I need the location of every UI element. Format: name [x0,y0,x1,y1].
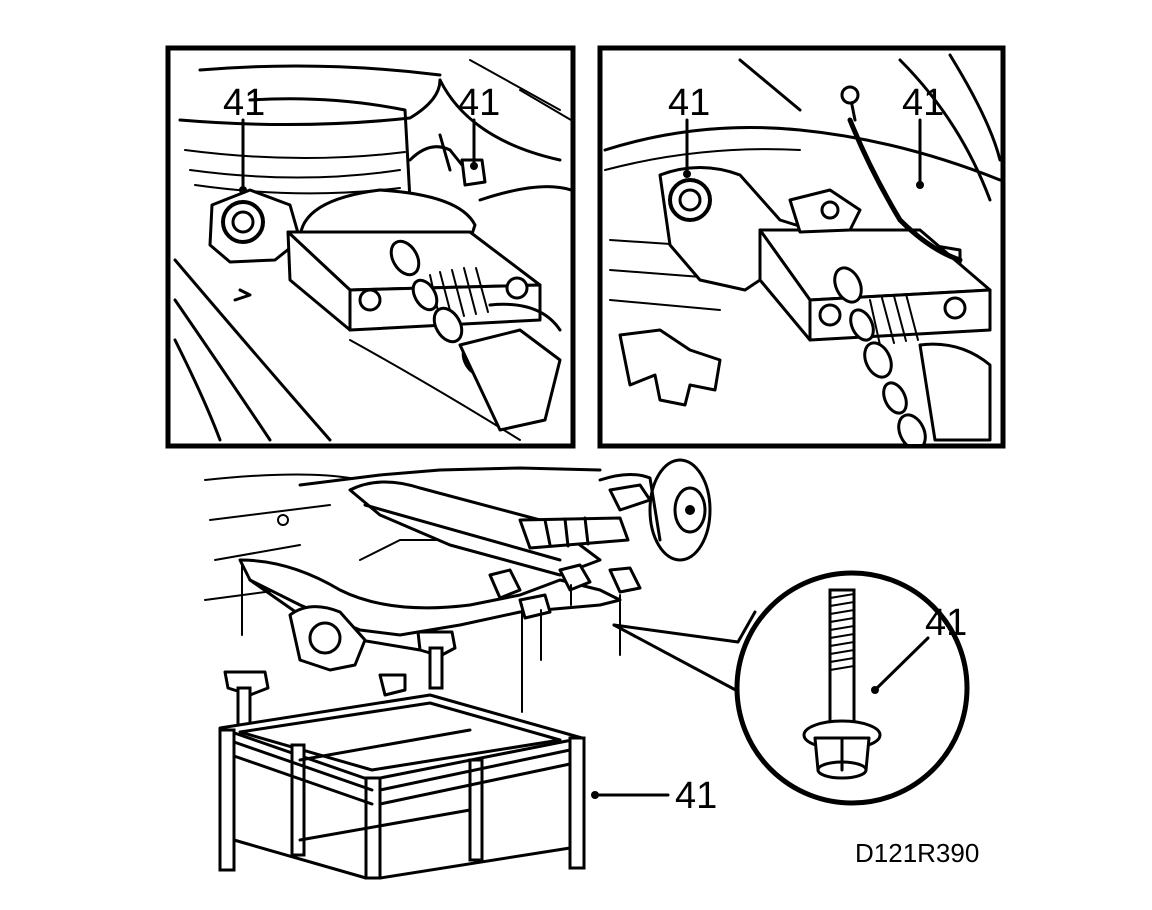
callout-stand: 41 [675,775,717,817]
callout-left-a: 41 [223,82,265,124]
reference-code: D121R390 [855,838,979,868]
callout-bolt: 41 [925,602,967,644]
stand-callout: 41 [591,775,717,817]
main-view-subframe [204,458,712,880]
callout-right-a: 41 [668,82,710,124]
detail-panel-left: 41 41 [165,45,576,449]
detail-panel-right: 41 41 [597,45,1006,449]
callout-right-b: 41 [902,82,944,124]
subframe-stand [218,693,586,880]
bolt-detail: 41 [612,570,970,806]
callout-left-b: 41 [458,82,500,124]
